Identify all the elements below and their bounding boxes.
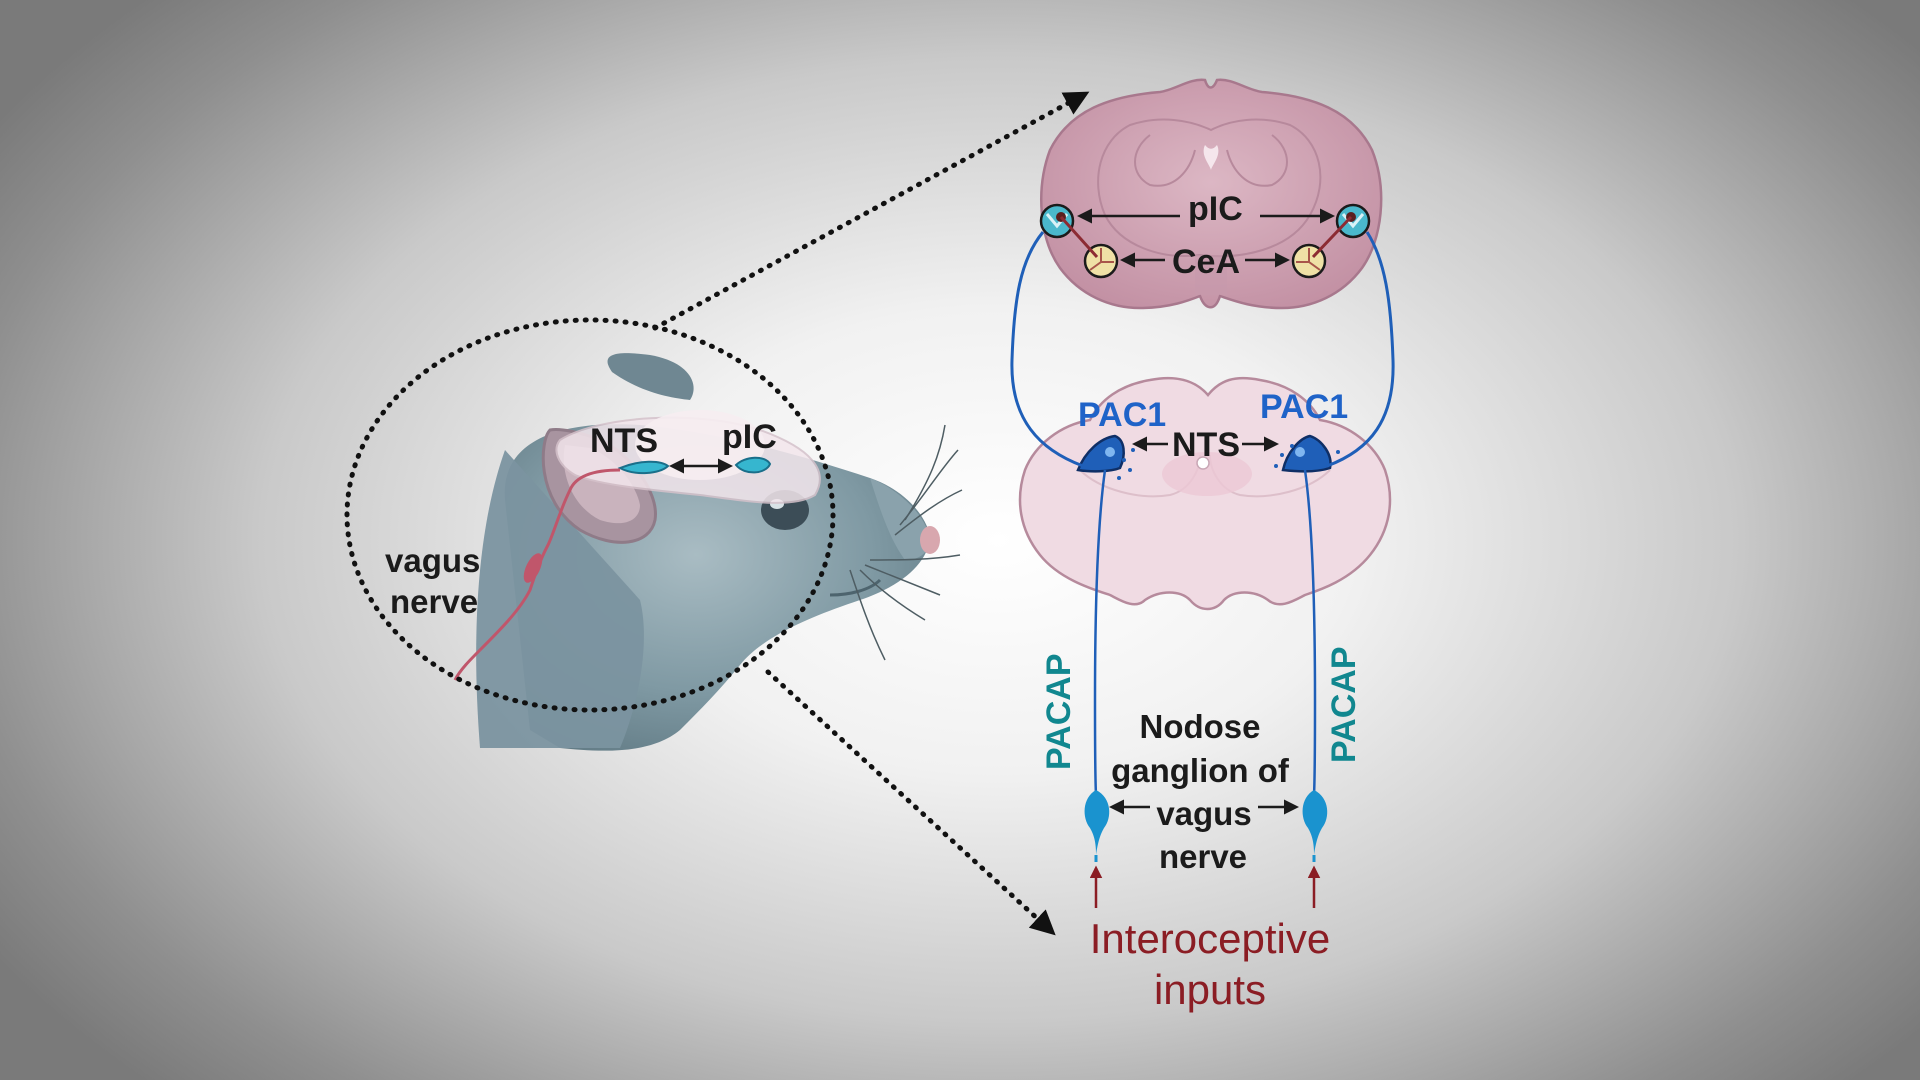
nodose-label-line2: ganglion of (1111, 752, 1290, 789)
nodose-label-line1: Nodose (1139, 708, 1260, 745)
vagus-nerve-label-line1: vagus (385, 542, 480, 579)
brain-pic-label: pIC (1188, 190, 1243, 228)
zoom-arrow-to-brain (655, 94, 1085, 328)
nodose-label-line4: nerve (1159, 838, 1247, 875)
interoceptive-label-line1: Interoceptive (1090, 915, 1330, 962)
brain-pic-left (1041, 205, 1073, 237)
brainstem-nts-label: NTS (1172, 426, 1240, 464)
nodose-neuron-right (1303, 790, 1328, 862)
pacap-label-right: PACAP (1325, 647, 1363, 764)
brain-pic-right (1337, 205, 1369, 237)
zoom-arrow-to-inputs (768, 672, 1052, 932)
mouse-nts-label: NTS (590, 422, 658, 460)
mouse-illustration (455, 353, 962, 751)
pacap-label-left: PACAP (1040, 654, 1078, 771)
interoceptive-label-line2: inputs (1154, 966, 1266, 1013)
mouse-pic-label: pIC (722, 418, 777, 456)
nodose-label-line3: vagus (1156, 795, 1251, 832)
nodose-neuron-left (1085, 790, 1110, 862)
pac1-label-right: PAC1 (1260, 388, 1348, 426)
brain-cea-label: CeA (1172, 243, 1240, 281)
vagus-nerve-label-line2: nerve (390, 583, 478, 620)
pac1-label-left: PAC1 (1078, 396, 1166, 434)
mouse-nose (920, 526, 940, 554)
mouse-back-ear (608, 353, 694, 400)
